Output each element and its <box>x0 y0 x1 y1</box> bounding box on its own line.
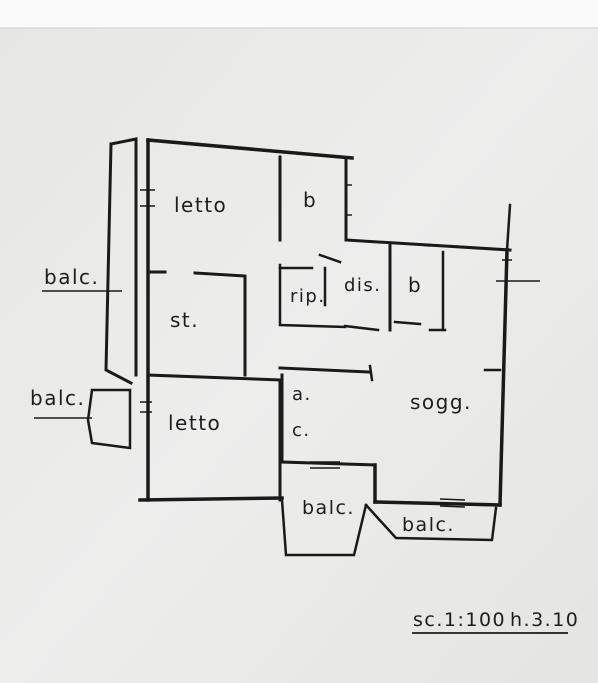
window-tick <box>439 498 466 501</box>
room-label-soggiorno: sogg. <box>410 390 472 414</box>
room-label-rip: rip. <box>290 286 326 307</box>
rip-walls <box>278 263 347 329</box>
south-wall-west <box>138 496 284 502</box>
kitchen-door-stub <box>368 364 374 382</box>
left-balcony-strip <box>104 142 134 386</box>
scale-note: sc.1:100 h.3.10 <box>412 609 579 634</box>
studio-east-wall <box>193 271 247 377</box>
room-label-bath-right: b <box>408 273 422 297</box>
balcony-label-left-lower: balc. <box>30 386 85 410</box>
south-wall-east <box>373 500 502 507</box>
north-wall <box>146 138 354 160</box>
walls <box>86 137 512 557</box>
room-label-letto-bottom: letto <box>168 411 221 435</box>
kitchen-north-wall <box>278 366 372 374</box>
scale-label: sc.1:100 <box>413 609 506 631</box>
east-wall <box>498 248 509 507</box>
balcony-label-left-upper: balc. <box>44 265 99 289</box>
rip-door-swing <box>318 253 342 264</box>
balcony-label-bottom-center: balc. <box>302 497 355 519</box>
studio-south-wall <box>146 373 282 382</box>
room-labels: letto b rip. dis. b st. letto a. c. sogg… <box>168 188 472 441</box>
window-tick <box>409 243 431 247</box>
north-east-stub <box>505 203 512 252</box>
left-lower-balcony-outline <box>86 388 132 450</box>
left-balcony-outer-wall <box>109 137 138 377</box>
balcony-labels: balc. balc. balc. balc. <box>30 265 455 536</box>
corridor-north-wall <box>344 238 512 252</box>
balcony-pointers <box>34 280 540 419</box>
window-marks <box>140 184 512 508</box>
right-balcony-outline <box>364 503 498 542</box>
room-label-bath-top: b <box>303 188 317 212</box>
room-label-kitchen-a: a. <box>292 384 312 405</box>
bath-right-south-wall-1 <box>393 320 422 326</box>
bottom-balcony-outline <box>280 498 368 557</box>
room-label-letto-top: letto <box>174 193 227 217</box>
room-label-kitchen-c: c. <box>292 420 311 441</box>
room-label-studio: st. <box>170 308 199 332</box>
height-label: h.3.10 <box>510 609 579 631</box>
balcony-label-bottom-right: balc. <box>402 514 455 536</box>
kitchen-south-wall <box>280 460 377 467</box>
dis-south-wall <box>343 324 380 332</box>
window-tick <box>455 245 481 249</box>
room-label-dis: dis. <box>344 275 382 296</box>
window-tick <box>439 505 466 508</box>
top-bright-edge <box>0 0 598 28</box>
